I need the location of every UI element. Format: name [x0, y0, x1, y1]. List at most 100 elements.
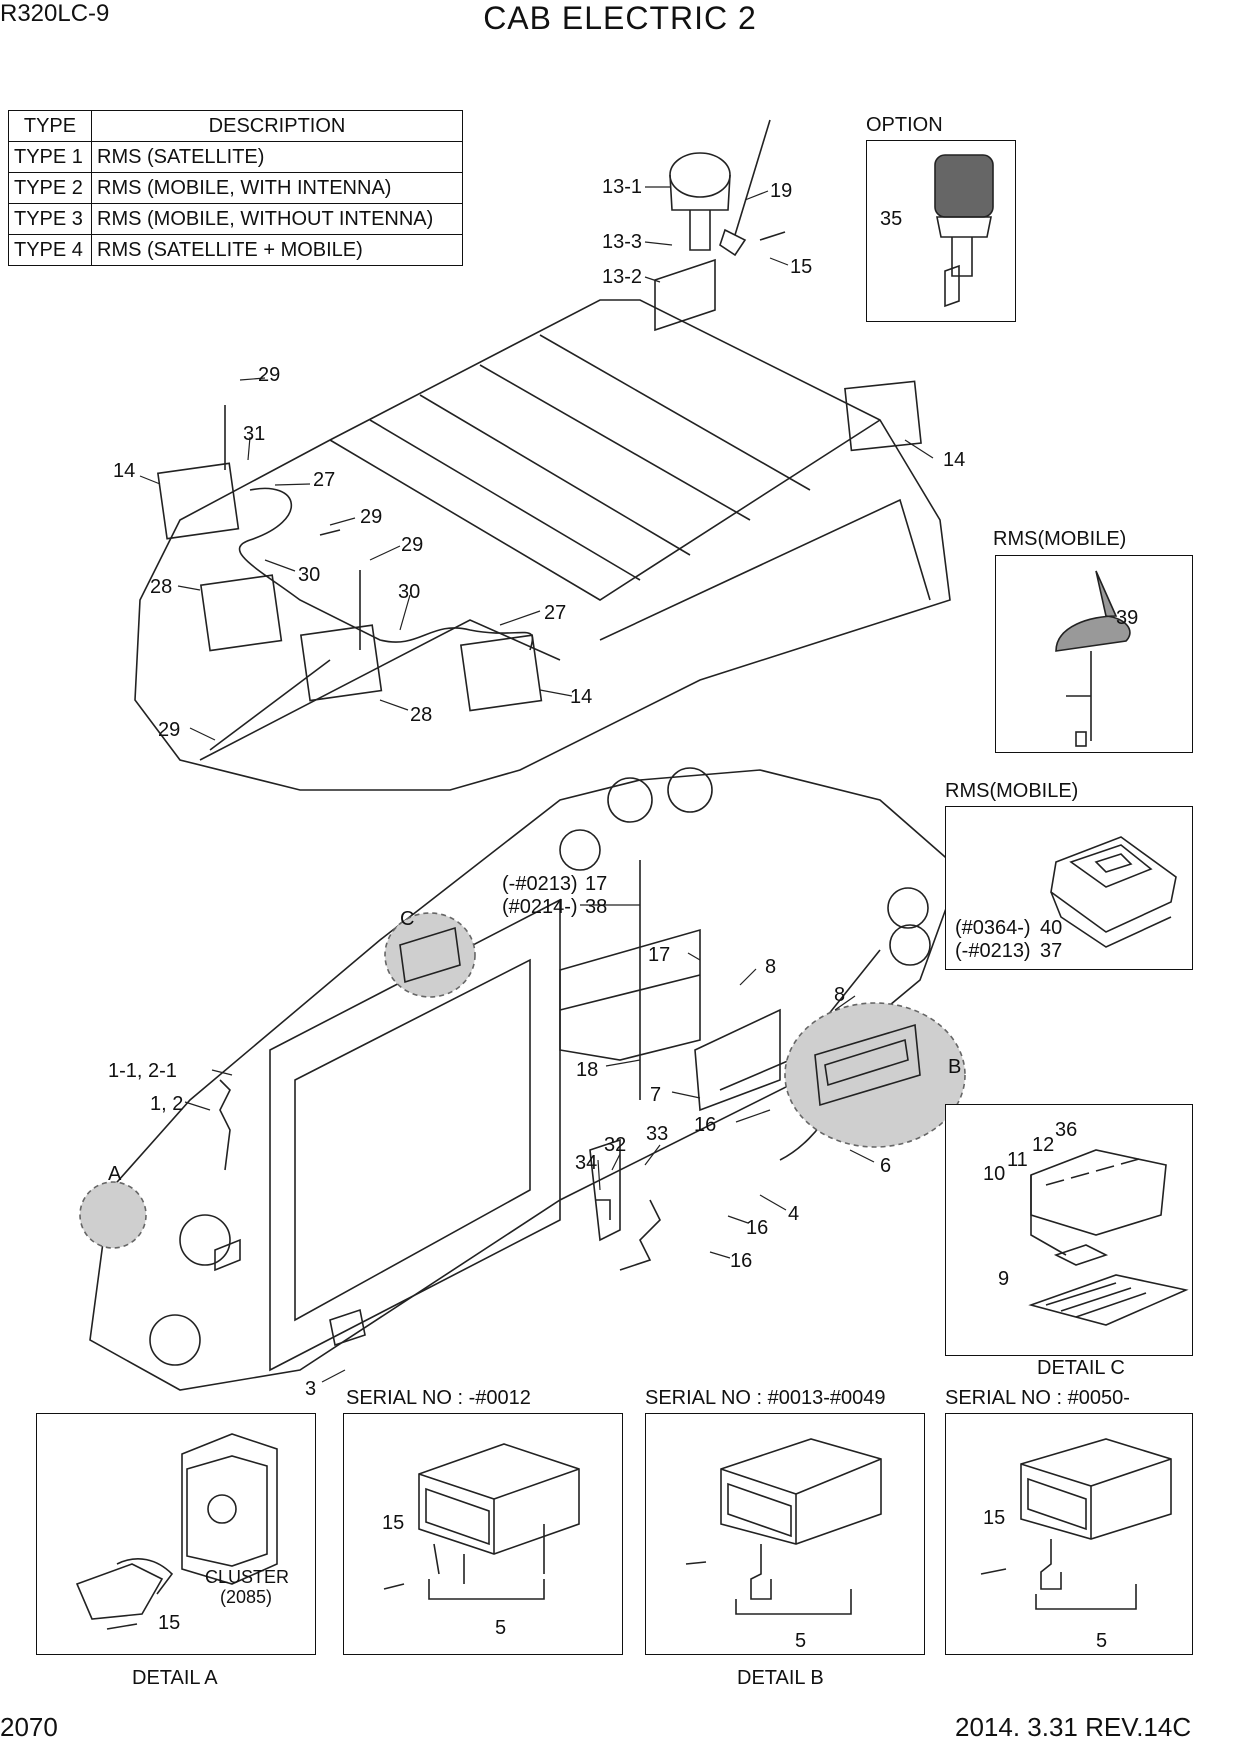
rms-mobile-antenna-caption: RMS(MOBILE) — [993, 528, 1127, 550]
radio-v2-drawing — [685, 1438, 882, 1615]
callout-28: 28 — [150, 576, 173, 598]
option-caption: OPTION — [866, 114, 943, 136]
callout-detail-c: C — [400, 908, 415, 930]
callout-15: 15 — [983, 1507, 1006, 1529]
callout-detail-a: A — [108, 1163, 122, 1185]
radio-v3-drawing — [980, 1438, 1172, 1610]
type-cell: TYPE 4 — [8, 234, 92, 266]
callout-38: 38 — [585, 896, 608, 918]
detail-b-marker — [784, 1002, 966, 1148]
radio-in-console-drawing — [399, 926, 921, 1107]
callout-9: 9 — [998, 1268, 1010, 1290]
rms-mobile-module-caption: RMS(MOBILE) — [945, 780, 1079, 802]
detail-a-panel — [36, 1413, 316, 1655]
callout-1-2: 1, 2 — [150, 1093, 184, 1115]
rms-mobile-module-panel — [945, 806, 1193, 970]
callout-28: 28 — [410, 704, 433, 726]
table-row: TYPE 1 RMS (SATELLITE) — [8, 141, 463, 173]
detail-c-panel — [945, 1104, 1193, 1356]
detail-c-caption: DETAIL C — [1037, 1357, 1125, 1379]
description-cell: RMS (MOBILE, WITH INTENNA) — [91, 172, 463, 204]
table-row: TYPE 4 RMS (SATELLITE + MOBILE) — [8, 234, 463, 266]
callout-16: 16 — [694, 1114, 717, 1136]
callout-11: 11 — [1007, 1149, 1028, 1171]
callout-8: 8 — [765, 956, 777, 978]
callout-12: 12 — [1032, 1134, 1055, 1156]
description-cell: RMS (MOBILE, WITHOUT INTENNA) — [91, 203, 463, 235]
callout-17: 17 — [585, 873, 608, 895]
callout-3: 3 — [305, 1378, 317, 1400]
detail-a-marker — [79, 1181, 147, 1249]
callout-33: 33 — [646, 1123, 669, 1145]
callout-13-2: 13-2 — [602, 266, 643, 288]
callout-5: 5 — [795, 1630, 807, 1652]
page-number: 2070 — [0, 1712, 58, 1742]
amber-beacon-drawing — [934, 154, 994, 308]
callout-10: 10 — [983, 1163, 1006, 1185]
callout-4: 4 — [788, 1203, 800, 1225]
switch-panel-drawing — [1028, 1149, 1189, 1326]
callout-16: 16 — [746, 1217, 769, 1239]
cluster-ref-label: (2085) — [220, 1587, 273, 1607]
detail-c-marker — [384, 912, 476, 998]
callout-40-serial: (#0364-) — [955, 917, 1031, 939]
callout-6: 6 — [880, 1155, 892, 1177]
table-row: TYPE 3 RMS (MOBILE, WITHOUT INTENNA) — [8, 203, 463, 235]
callout-27: 27 — [313, 469, 336, 491]
serial-1-caption: SERIAL NO : -#0012 — [346, 1387, 531, 1409]
callout-29: 29 — [258, 364, 281, 386]
callout-5: 5 — [495, 1617, 507, 1639]
revision-date: 2014. 3.31 REV.14C — [955, 1712, 1192, 1742]
detail-a-caption: DETAIL A — [132, 1667, 218, 1689]
callout-15: 15 — [382, 1512, 405, 1534]
description-cell: RMS (SATELLITE + MOBILE) — [91, 234, 463, 266]
cluster-mount-drawing — [75, 1433, 278, 1630]
callout-13-3: 13-3 — [602, 231, 643, 253]
callout-17: 17 — [648, 944, 671, 966]
type-table: TYPE DESCRIPTION TYPE 1 RMS (SATELLITE) … — [8, 110, 463, 266]
type-column-header: TYPE — [8, 110, 92, 142]
callout-29: 29 — [158, 719, 181, 741]
cluster-label: CLUSTER — [205, 1567, 290, 1587]
rms-module-drawing — [1050, 836, 1177, 948]
type-cell: TYPE 1 — [8, 141, 92, 173]
callout-16: 16 — [730, 1250, 753, 1272]
callout-37: 37 — [1040, 940, 1063, 962]
mobile-antenna-drawing — [1055, 570, 1131, 747]
serial-2-caption: SERIAL NO : #0013-#0049 — [645, 1387, 886, 1409]
rms-mobile-antenna-panel — [995, 555, 1193, 753]
description-cell: RMS (SATELLITE) — [91, 141, 463, 173]
callout-19: 19 — [770, 180, 793, 202]
leader-lines — [139, 186, 1111, 1383]
callout-8: 8 — [834, 984, 846, 1006]
beacon-antenna-drawing — [654, 119, 786, 332]
callout-29: 29 — [360, 506, 383, 528]
table-row: TYPE 2 RMS (MOBILE, WITH INTENNA) — [8, 172, 463, 204]
callout-38-serial: (#0214-) — [502, 896, 578, 918]
callout-5: 5 — [1096, 1630, 1108, 1652]
option-panel — [866, 140, 1016, 322]
detail-b-caption: DETAIL B — [737, 1667, 824, 1689]
callout-31: 31 — [243, 423, 266, 445]
callout-32: 32 — [604, 1134, 627, 1156]
type-cell: TYPE 3 — [8, 203, 92, 235]
serial-3-panel — [945, 1413, 1193, 1655]
callout-14: 14 — [570, 686, 593, 708]
callout-14: 14 — [943, 449, 966, 471]
model-number: R320LC-9 — [0, 0, 110, 27]
callout-36: 36 — [1055, 1119, 1078, 1141]
callout-40: 40 — [1040, 917, 1063, 939]
callout-30: 30 — [398, 581, 421, 603]
serial-3-caption: SERIAL NO : #0050- — [945, 1387, 1130, 1409]
callout-1-1-2-1: 1-1, 2-1 — [108, 1060, 177, 1082]
radio-v1-drawing — [383, 1443, 580, 1600]
callout-15: 15 — [790, 256, 813, 278]
page-title: CAB ELECTRIC 2 — [483, 0, 757, 36]
callout-17-serial: (-#0213) — [502, 873, 578, 895]
callout-35: 35 — [880, 208, 903, 230]
cab-roof-drawing — [134, 299, 951, 791]
callout-27: 27 — [544, 602, 567, 624]
detail-b-serial-2-panel — [645, 1413, 925, 1655]
callout-14: 14 — [113, 460, 136, 482]
